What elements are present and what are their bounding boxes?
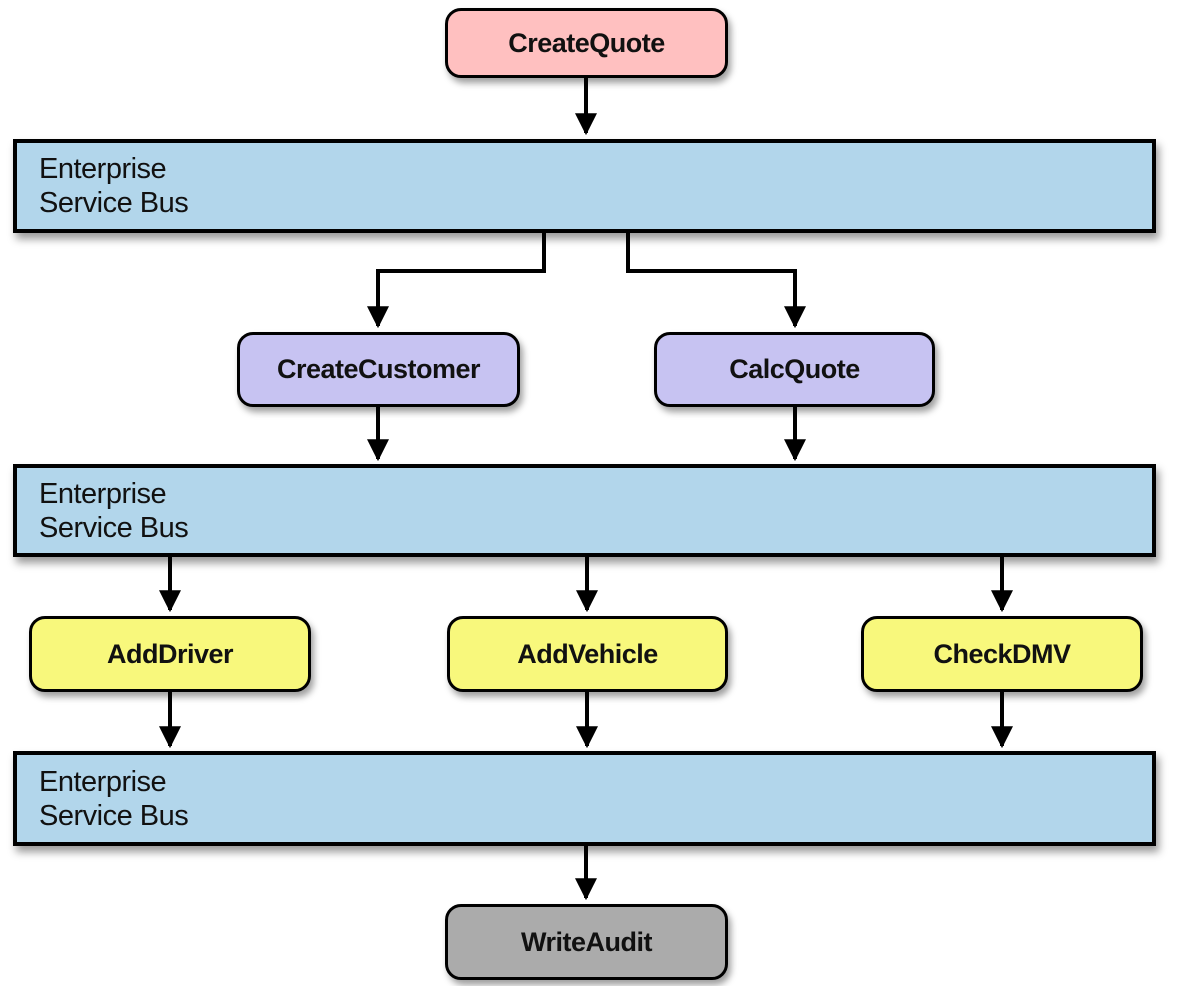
create-quote-label: CreateQuote [508, 27, 665, 58]
esb3-label-line1: Enterprise [39, 765, 167, 798]
create-quote-node: CreateQuote [445, 8, 728, 78]
enterprise-service-bus-bar-1: Enterprise Service Bus [13, 139, 1156, 233]
flow-arrow [626, 231, 806, 329]
write-audit-label: WriteAudit [521, 926, 653, 957]
add-vehicle-label: AddVehicle [517, 638, 658, 669]
add-driver-label: AddDriver [106, 638, 234, 669]
esb3-label-line2: Service Bus [39, 799, 189, 832]
create-customer-node: CreateCustomer [237, 332, 520, 407]
esb1-label-line1: Enterprise [39, 153, 167, 185]
check-dmv-node: CheckDMV [861, 616, 1143, 692]
esb2-label-line2: Service Bus [39, 511, 189, 544]
add-driver-node: AddDriver [29, 616, 311, 692]
esb1-label-line2: Service Bus [39, 187, 189, 219]
esb2-label-line1: Enterprise [39, 477, 167, 510]
write-audit-node: WriteAudit [445, 904, 728, 980]
check-dmv-label: CheckDMV [933, 638, 1071, 669]
flow-arrow [367, 231, 546, 329]
calc-quote-label: CalcQuote [729, 354, 860, 384]
enterprise-service-bus-bar-2: Enterprise Service Bus [13, 464, 1156, 557]
calc-quote-node: CalcQuote [654, 332, 935, 407]
create-customer-label: CreateCustomer [276, 354, 481, 384]
add-vehicle-node: AddVehicle [447, 616, 728, 692]
enterprise-service-bus-bar-3: Enterprise Service Bus [13, 751, 1156, 846]
